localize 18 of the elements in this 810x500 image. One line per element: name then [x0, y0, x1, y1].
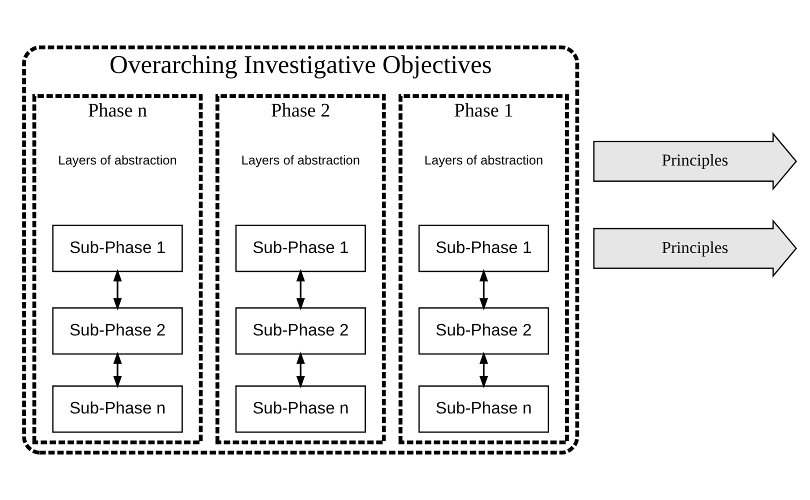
- arrow: [113, 352, 122, 388]
- node-box: Sub-Phase 2: [235, 307, 366, 355]
- node-box: Sub-Phase 2: [52, 307, 183, 355]
- node-box: Sub-Phase n: [52, 385, 183, 433]
- node-box: Sub-Phase n: [418, 385, 550, 433]
- label: Layers of abstraction: [424, 152, 544, 168]
- label: Layers of abstraction: [241, 152, 360, 168]
- node-box: Sub-Phase 1: [235, 224, 366, 272]
- label: Layers of abstraction: [58, 152, 177, 168]
- node-box: Sub-Phase 1: [52, 224, 183, 272]
- node-box: Sub-Phase 1: [418, 224, 550, 272]
- arrow: [113, 269, 122, 310]
- node-box: Sub-Phase 2: [418, 307, 550, 355]
- arrow: [296, 269, 305, 310]
- node-box: Sub-Phase n: [235, 385, 366, 433]
- arrow: [479, 269, 488, 310]
- arrow: [479, 352, 488, 388]
- arrow: [296, 352, 305, 388]
